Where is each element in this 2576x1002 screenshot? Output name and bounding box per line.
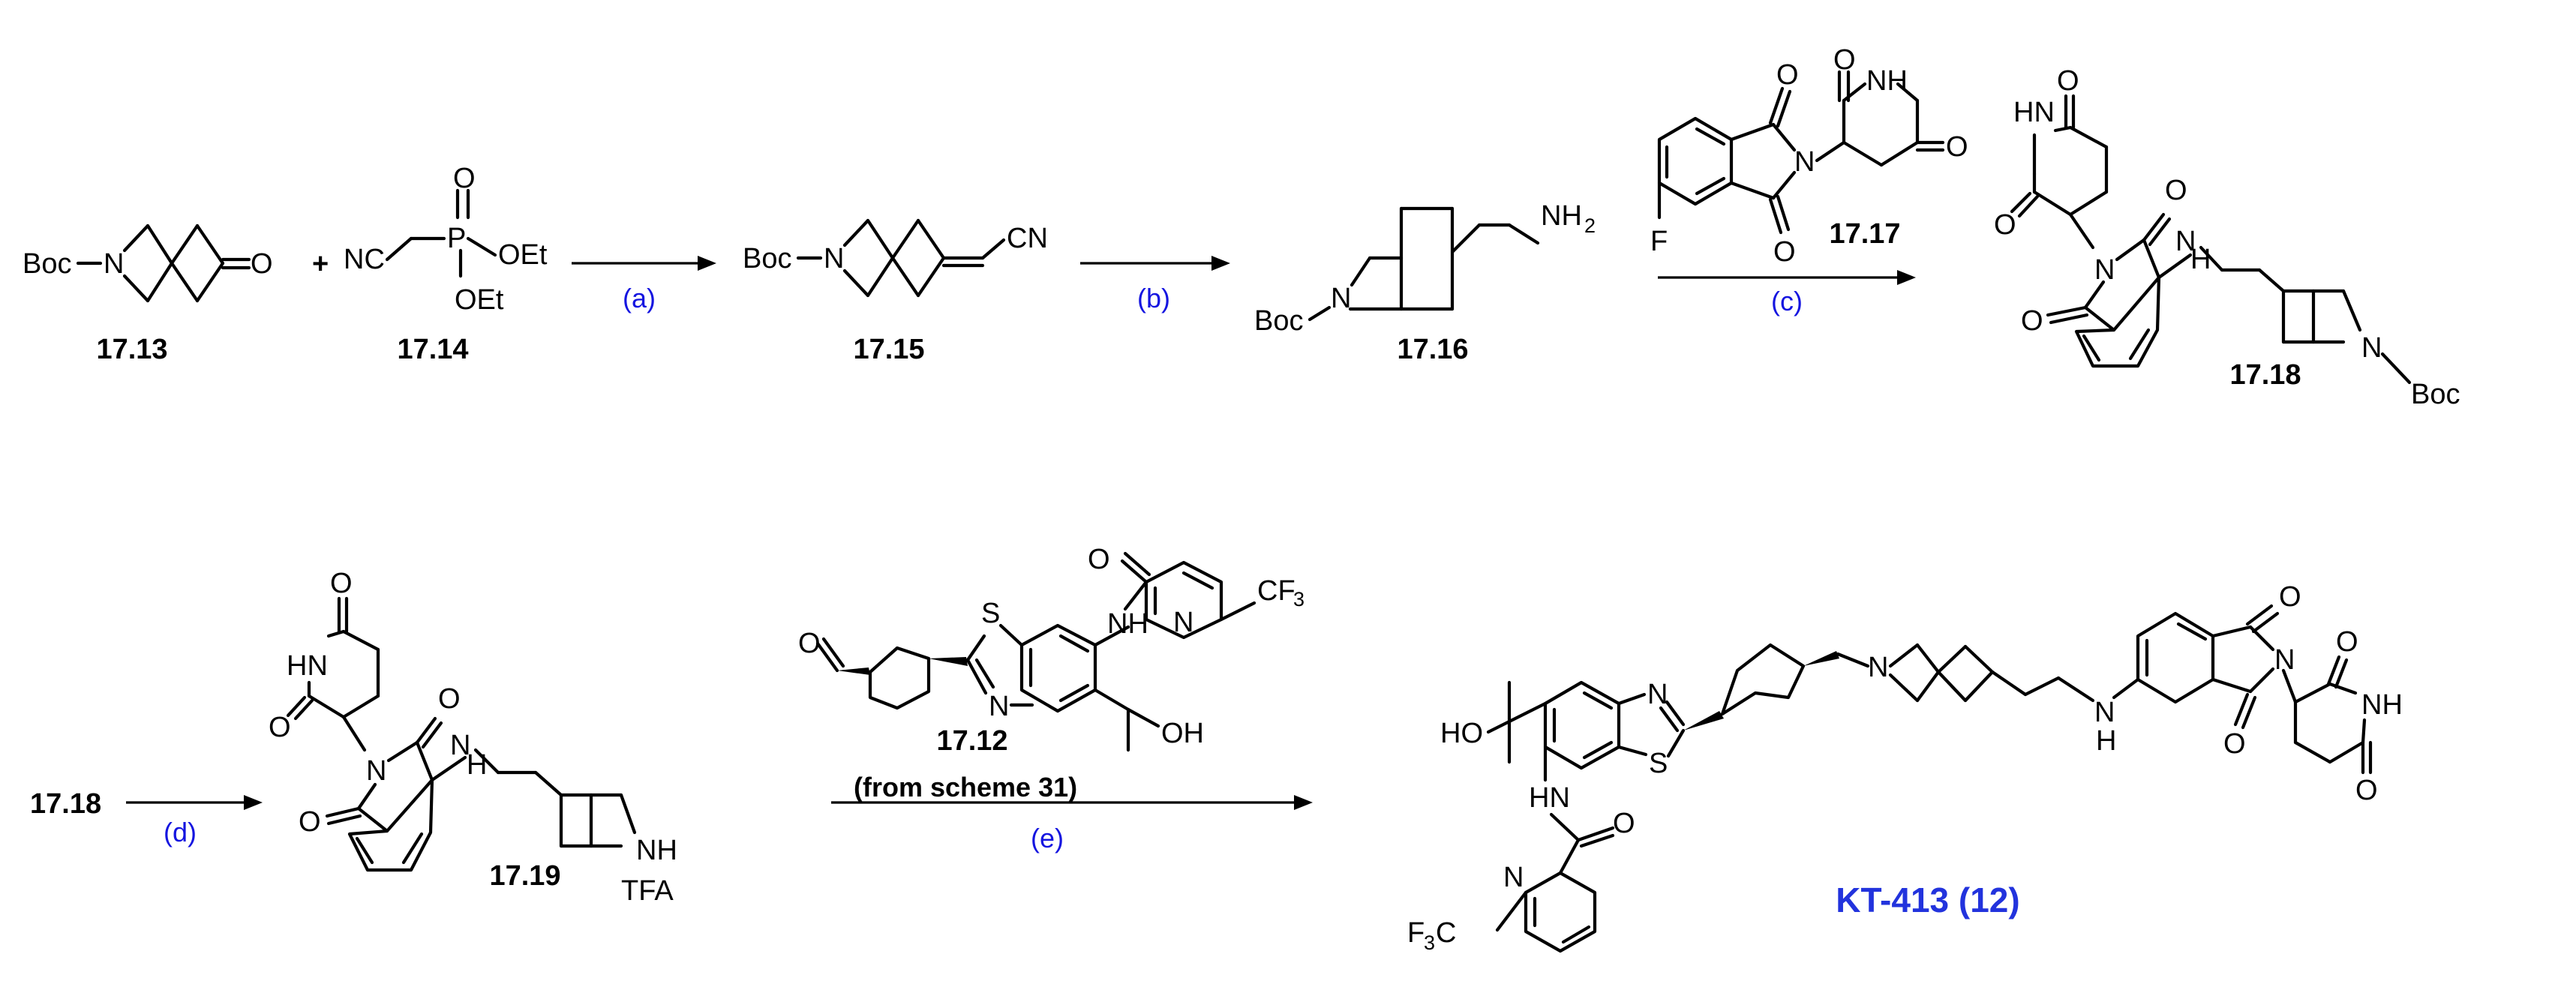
svg-text:3: 3 <box>1424 932 1435 954</box>
label-17-16: 17.16 <box>1397 334 1468 365</box>
svg-text:C: C <box>1436 917 1456 949</box>
svg-text:N: N <box>1173 607 1193 638</box>
svg-text:O: O <box>2165 175 2187 206</box>
svg-text:HN: HN <box>287 650 328 682</box>
svg-text:TFA: TFA <box>621 875 674 907</box>
svg-text:O: O <box>438 683 461 715</box>
structure-17-16: Boc N NH 2 <box>1254 200 1596 337</box>
condition-b: (b) <box>1137 283 1170 314</box>
structure-17-13: Boc N O <box>23 224 273 303</box>
svg-text:N: N <box>1794 146 1815 178</box>
svg-text:O: O <box>1994 209 2016 241</box>
svg-text:N: N <box>1647 679 1668 710</box>
svg-text:O: O <box>1773 236 1796 268</box>
svg-text:Boc: Boc <box>1254 305 1303 337</box>
svg-text:O: O <box>269 712 291 743</box>
svg-text:S: S <box>981 598 1000 629</box>
svg-text:NH: NH <box>1541 200 1582 232</box>
svg-text:NC: NC <box>344 244 385 275</box>
label-17-13: 17.13 <box>96 334 167 365</box>
arrow-a <box>572 256 716 271</box>
svg-text:O: O <box>2021 305 2043 337</box>
label-17-17: 17.17 <box>1829 218 1900 250</box>
svg-text:3: 3 <box>1293 588 1305 610</box>
structure-17-14: NC P O OEt OEt <box>344 163 548 316</box>
structure-kt-413: HO N S N N H <box>1407 581 2403 954</box>
svg-text:H: H <box>467 749 487 781</box>
label-17-12: 17.12 <box>936 725 1007 757</box>
svg-text:O: O <box>299 806 321 838</box>
svg-text:N: N <box>450 730 470 761</box>
condition-a: (a) <box>623 283 656 314</box>
svg-text:OEt: OEt <box>455 284 504 316</box>
svg-text:O: O <box>1088 544 1110 575</box>
svg-text:2: 2 <box>1584 214 1596 237</box>
svg-text:O: O <box>330 568 353 599</box>
svg-text:S: S <box>1649 748 1668 779</box>
svg-text:NH: NH <box>1866 65 1908 97</box>
structure-17-12: O S N NH O N CF 3 OH <box>798 544 1305 752</box>
svg-text:O: O <box>2223 728 2246 760</box>
svg-text:N: N <box>2175 226 2196 257</box>
svg-text:OEt: OEt <box>498 239 548 271</box>
svg-text:O: O <box>2057 65 2079 97</box>
structure-17-19: O HN O N O O H N <box>269 568 677 907</box>
label-17-14: 17.14 <box>397 334 468 365</box>
svg-text:N: N <box>104 248 124 280</box>
svg-text:P: P <box>447 223 466 254</box>
svg-text:NH: NH <box>636 835 677 866</box>
structure-17-15: Boc N CN <box>743 218 1048 298</box>
svg-text:O: O <box>1776 59 1799 91</box>
from-scheme-31: (from scheme 31) <box>854 772 1077 802</box>
svg-text:N: N <box>1503 862 1524 893</box>
svg-text:O: O <box>1946 131 1968 163</box>
svg-text:O: O <box>2336 626 2358 658</box>
structure-17-17: N O O F NH O O <box>1650 44 1968 268</box>
svg-text:Boc: Boc <box>743 243 791 274</box>
svg-text:N: N <box>2361 332 2382 364</box>
svg-text:O: O <box>251 248 273 280</box>
svg-text:CF: CF <box>1257 575 1296 607</box>
svg-text:O: O <box>2279 581 2301 613</box>
svg-text:Boc: Boc <box>23 248 71 280</box>
svg-text:N: N <box>2094 254 2115 286</box>
label-17-19: 17.19 <box>489 860 560 892</box>
plus-sign: + <box>312 248 329 280</box>
svg-text:HN: HN <box>2013 97 2055 128</box>
arrow-d <box>126 795 263 810</box>
svg-text:O: O <box>453 163 476 194</box>
svg-text:N: N <box>1331 283 1351 314</box>
arrow-c <box>1658 270 1916 285</box>
svg-text:O: O <box>2355 775 2378 806</box>
svg-text:O: O <box>1833 44 1856 76</box>
svg-text:HO: HO <box>1440 718 1483 749</box>
svg-text:H: H <box>2096 725 2116 757</box>
svg-text:F: F <box>1650 226 1668 257</box>
label-17-15: 17.15 <box>853 334 924 365</box>
svg-text:N: N <box>1868 652 1888 683</box>
svg-text:N: N <box>366 755 386 787</box>
product-label: KT-413 (12) <box>1836 880 2019 920</box>
structure-17-18: O HN O N O O H N <box>1994 65 2460 410</box>
svg-text:N: N <box>2094 697 2115 728</box>
svg-text:N: N <box>989 691 1009 722</box>
svg-text:NH: NH <box>2361 689 2403 721</box>
arrow-b <box>1080 256 1230 271</box>
start-17-18: 17.18 <box>30 788 101 820</box>
condition-d: (d) <box>164 817 197 848</box>
label-17-18: 17.18 <box>2229 359 2301 391</box>
condition-c: (c) <box>1771 286 1803 316</box>
svg-text:OH: OH <box>1161 718 1204 749</box>
svg-text:O: O <box>1613 808 1635 839</box>
svg-text:F: F <box>1407 917 1425 949</box>
svg-text:N: N <box>824 243 844 274</box>
svg-text:NH: NH <box>1107 608 1148 640</box>
svg-text:HN: HN <box>1529 782 1570 814</box>
svg-text:CN: CN <box>1007 223 1048 254</box>
condition-e: (e) <box>1031 823 1064 854</box>
arrow-e <box>831 795 1313 810</box>
svg-text:Boc: Boc <box>2411 379 2460 410</box>
